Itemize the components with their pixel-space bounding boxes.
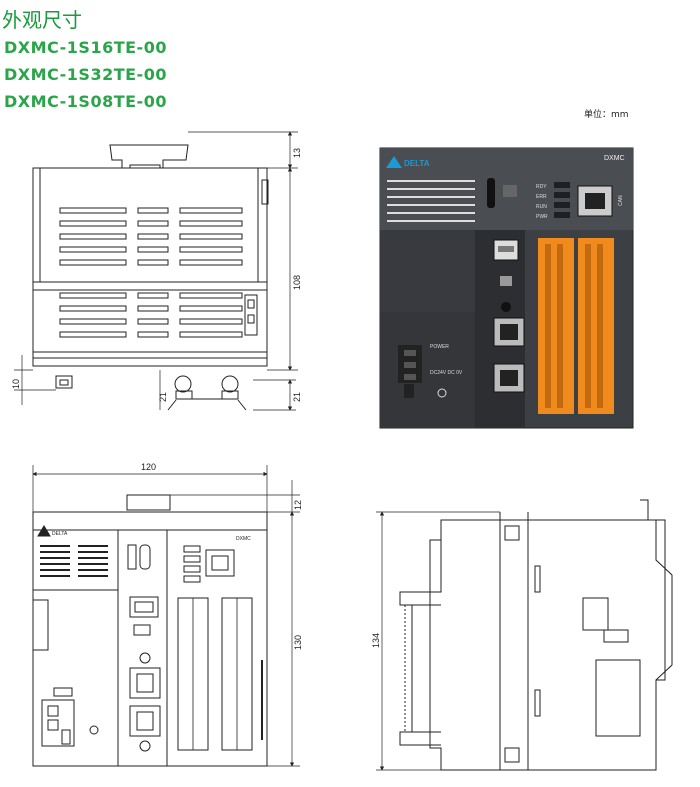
front-view	[32, 465, 300, 767]
dim-side-clip-right: 21	[292, 392, 302, 402]
led-rdy: RDY	[536, 184, 547, 190]
model-name-3: DXMC-1S08TE-00	[4, 92, 167, 111]
photo-model: DXMC	[604, 155, 625, 162]
led-pwr: PWR	[536, 214, 548, 220]
dim-front-top: 12	[293, 500, 303, 510]
depth-view	[376, 499, 673, 771]
led-run: RUN	[536, 204, 547, 210]
front-brand: DELTA	[52, 531, 68, 537]
photo-can-label: CAN	[618, 195, 624, 206]
photo-brand: DELTA	[404, 159, 430, 168]
dim-side-height: 108	[292, 275, 302, 290]
dim-front-width: 120	[141, 462, 156, 472]
photo-power-label: POWER	[430, 344, 449, 350]
page-title: 外观尺寸	[2, 8, 82, 32]
dim-side-clip-left: 21	[158, 392, 168, 402]
terminal-blocks	[538, 238, 614, 414]
dim-front-height: 130	[293, 635, 303, 650]
unit-label: 单位：mm	[584, 110, 629, 120]
photo-power-rating: DC24V DC 0V	[430, 370, 463, 376]
model-name-2: DXMC-1S32TE-00	[4, 65, 167, 84]
side-view	[14, 131, 298, 411]
dim-side-foot: 10	[11, 379, 21, 389]
vent-slots	[59, 207, 243, 338]
led-err: ERR	[536, 194, 547, 200]
product-photo: DELTA DXMC RDY ERR RUN PWR CAN	[379, 147, 634, 429]
dim-side-top: 13	[292, 148, 302, 158]
dim-depth-height: 134	[371, 633, 381, 648]
front-model: DXMC	[236, 536, 251, 542]
model-name-1: DXMC-1S16TE-00	[4, 38, 167, 57]
delta-logo-icon	[386, 156, 402, 168]
